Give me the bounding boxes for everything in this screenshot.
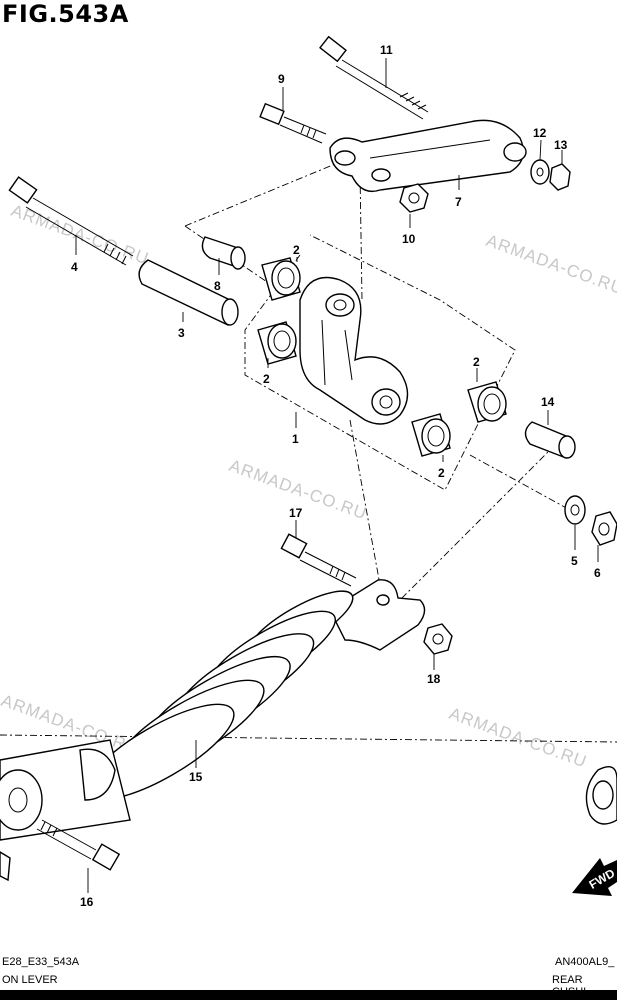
watermark: ARMADA-CO.RU bbox=[9, 201, 152, 269]
part-rear-shock-absorber bbox=[0, 579, 426, 841]
callout-8: 8 bbox=[214, 279, 221, 293]
callout-14: 14 bbox=[541, 395, 555, 409]
part-connecting-rod bbox=[329, 119, 527, 193]
part-bearing-2c bbox=[467, 381, 507, 423]
callout-2d: 2 bbox=[438, 466, 445, 480]
fwd-arrow-icon: FWD bbox=[572, 858, 617, 896]
part-nut-18 bbox=[423, 623, 453, 655]
footer-left-code: E28_E33_543A bbox=[2, 956, 80, 968]
callout-12: 12 bbox=[533, 126, 547, 140]
callout-9: 9 bbox=[278, 72, 285, 86]
part-collar-14 bbox=[524, 421, 576, 459]
part-bolt-17 bbox=[280, 533, 357, 587]
callout-1: 1 bbox=[292, 432, 299, 446]
leader-lines bbox=[75, 58, 599, 893]
part-nut-10 bbox=[399, 183, 429, 213]
watermark: ARMADA-CO.RU bbox=[484, 231, 617, 299]
part-frame-bracket-right bbox=[585, 766, 617, 825]
callout-5: 5 bbox=[571, 554, 578, 568]
part-bolt-long-left bbox=[8, 176, 134, 266]
watermark: ARMADA-CO.RU bbox=[447, 704, 590, 772]
footer-right-code: AN400AL9_ bbox=[555, 956, 615, 968]
part-nut-13 bbox=[549, 163, 571, 191]
part-fragment-left bbox=[0, 851, 11, 882]
callouts: 11 9 7 12 13 10 8 4 3 2 2 2 2 1 14 5 6 1… bbox=[71, 43, 601, 909]
callout-10: 10 bbox=[402, 232, 416, 246]
callout-3: 3 bbox=[178, 326, 185, 340]
callout-2c: 2 bbox=[473, 355, 480, 369]
callout-13: 13 bbox=[554, 138, 568, 152]
part-washer-12 bbox=[530, 159, 550, 185]
part-bolt-long-top bbox=[319, 35, 429, 120]
part-cushion-lever bbox=[299, 276, 409, 425]
callout-7: 7 bbox=[455, 195, 462, 209]
callout-17: 17 bbox=[289, 506, 303, 520]
part-washer-5 bbox=[564, 495, 586, 525]
callout-2b: 2 bbox=[263, 372, 270, 386]
callout-16: 16 bbox=[80, 895, 94, 909]
part-bearing-2a bbox=[261, 257, 301, 301]
callout-18: 18 bbox=[427, 672, 441, 686]
callout-11: 11 bbox=[380, 43, 393, 57]
footer-left-desc: ON LEVER bbox=[2, 974, 58, 986]
callout-4: 4 bbox=[71, 260, 78, 274]
callout-6: 6 bbox=[594, 566, 601, 580]
callout-2a: 2 bbox=[293, 243, 300, 257]
part-bearing-2b bbox=[257, 321, 297, 365]
part-spacer-3 bbox=[138, 259, 239, 326]
figure-title: FIG.543A bbox=[2, 0, 129, 28]
part-bolt-short-top bbox=[259, 102, 327, 144]
bottom-bar bbox=[0, 990, 617, 1000]
part-nut-6 bbox=[591, 511, 617, 546]
callout-15: 15 bbox=[189, 770, 203, 784]
part-collar-8 bbox=[201, 236, 246, 270]
part-bolt-16 bbox=[36, 819, 121, 871]
part-bearing-2d bbox=[411, 413, 451, 457]
